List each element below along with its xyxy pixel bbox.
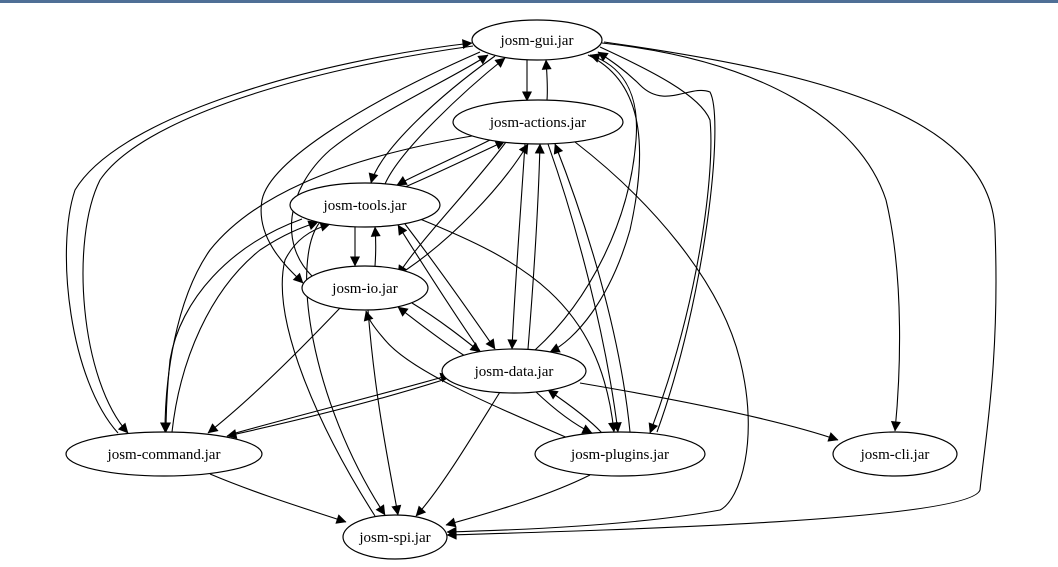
edge-command-to-data — [231, 372, 451, 435]
edge-gui-to-cli — [601, 42, 901, 432]
edge-command-to-spi — [209, 473, 347, 524]
edge-gui-to-command — [82, 45, 474, 434]
edge-tools-to-actions — [404, 140, 506, 188]
node-label-io: josm-io.jar — [331, 281, 397, 297]
edge-plugins-to-io — [363, 310, 571, 440]
edge-plugins-to-gui — [597, 51, 716, 433]
node-label-cli: josm-cli.jar — [860, 447, 930, 463]
node-gui: josm-gui.jar — [471, 19, 603, 61]
edge-plugins-to-data — [547, 389, 603, 434]
edge-tools-to-gui — [384, 57, 506, 185]
edge-io-to-data — [411, 302, 481, 353]
node-shape-io — [301, 265, 429, 311]
node-label-spi: josm-spi.jar — [358, 530, 430, 546]
edge-tools-to-spi — [306, 221, 386, 516]
edge-data-to-plugins — [534, 390, 593, 434]
edge-data-to-tools — [397, 224, 481, 352]
edge-gui-to-plugins — [599, 46, 712, 434]
node-label-gui: josm-gui.jar — [500, 33, 574, 49]
edge-gui-to-spi — [446, 41, 997, 540]
edge-spi-to-tools — [281, 221, 376, 517]
edge-io-to-tools — [370, 226, 381, 267]
edge-data-to-gui — [534, 53, 638, 351]
edge-actions-to-tools — [396, 139, 491, 186]
node-shape-plugins — [534, 431, 706, 477]
node-cli: josm-cli.jar — [832, 431, 958, 477]
edge-tools-to-data — [404, 223, 496, 350]
edge-io-to-gui — [291, 54, 489, 277]
node-label-command: josm-command.jar — [107, 447, 221, 463]
node-data: josm-data.jar — [441, 348, 587, 394]
edges-layer — [65, 39, 997, 540]
edge-io-to-command — [207, 307, 341, 434]
edge-io-to-spi — [367, 309, 402, 516]
edge-gui-to-tools — [368, 55, 496, 184]
edge-plugins-to-spi — [445, 474, 591, 528]
node-spi: josm-spi.jar — [342, 514, 448, 560]
edge-actions-to-gui — [541, 59, 552, 101]
node-io: josm-io.jar — [301, 265, 429, 311]
edge-data-to-cli — [579, 382, 839, 442]
node-shape-actions — [452, 99, 624, 145]
edge-data-to-io — [397, 306, 466, 357]
edge-actions-to-io — [397, 141, 507, 276]
node-label-plugins: josm-plugins.jar — [570, 447, 669, 463]
edge-tools-to-plugins — [419, 218, 618, 433]
edge-data-to-command — [226, 378, 447, 439]
edge-actions-to-data — [507, 143, 526, 350]
node-label-data: josm-data.jar — [474, 364, 554, 380]
nodes-layer: josm-gui.jar josm-actions.jar josm-tools.j… — [65, 19, 958, 560]
edge-data-to-actions — [527, 143, 545, 350]
node-label-actions: josm-actions.jar — [489, 115, 586, 131]
top-rule — [0, 0, 1058, 3]
edge-tools-to-command — [161, 218, 303, 433]
node-shape-data — [441, 348, 587, 394]
edge-gui-to-io — [260, 51, 481, 284]
node-shape-spi — [342, 514, 448, 560]
edge-data-to-spi — [415, 391, 501, 517]
node-plugins: josm-plugins.jar — [534, 431, 706, 477]
node-shape-gui — [471, 19, 603, 61]
edge-command-to-gui — [65, 39, 473, 434]
node-shape-cli — [832, 431, 958, 477]
edge-command-to-tools — [171, 220, 319, 433]
edge-actions-to-plugins — [547, 143, 622, 433]
edge-gui-to-data — [549, 54, 641, 353]
node-shape-tools — [289, 182, 441, 228]
node-actions: josm-actions.jar — [452, 99, 624, 145]
node-label-tools: josm-tools.jar — [323, 198, 407, 214]
edge-io-to-actions — [405, 143, 529, 271]
node-shape-command — [65, 431, 263, 477]
node-tools: josm-tools.jar — [289, 182, 441, 228]
edge-plugins-to-actions — [553, 143, 631, 433]
edge-actions-to-spi — [446, 141, 749, 537]
node-command: josm-command.jar — [65, 431, 263, 477]
